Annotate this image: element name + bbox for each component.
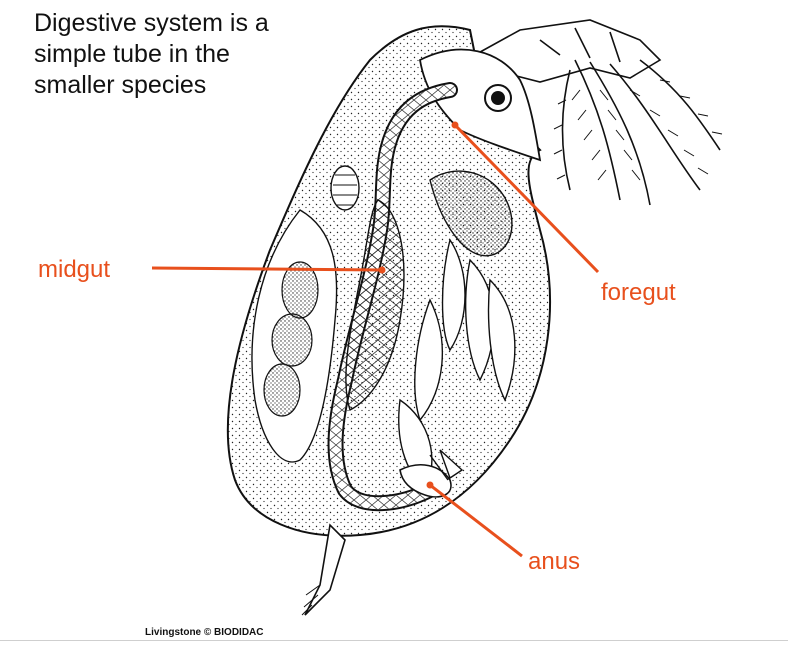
leader-lines	[151, 123, 600, 558]
slide-title: Digestive system is a simple tube in the…	[34, 9, 269, 99]
thoracic-legs	[398, 238, 516, 492]
tail-spine	[304, 523, 346, 616]
egg	[271, 313, 313, 367]
anus-leader	[429, 483, 523, 558]
foregut-label: foregut	[601, 279, 676, 306]
antenna-setae	[553, 79, 723, 181]
head	[419, 48, 542, 162]
hepatic-caecum	[429, 170, 513, 257]
bottom-divider	[0, 640, 788, 641]
heart	[330, 165, 360, 211]
midgut-label: midgut	[38, 256, 111, 283]
foregut-leader	[453, 123, 600, 274]
midgut-leader	[151, 266, 383, 272]
egg	[263, 363, 301, 417]
midgut-lobe	[345, 199, 405, 411]
antenna	[459, 19, 721, 206]
image-credit: Livingstone © BIODIDAC	[145, 627, 264, 638]
anus-label: anus	[528, 548, 581, 575]
